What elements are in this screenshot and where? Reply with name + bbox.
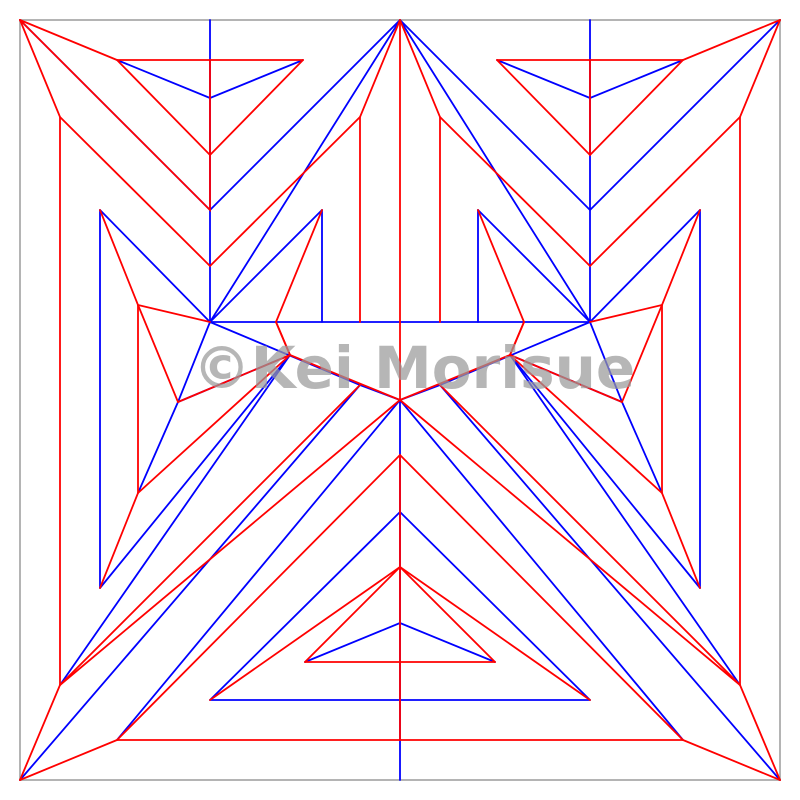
copyright-watermark: ©Kei Morisue [193,334,636,402]
mountain-fold-lines [19,19,781,781]
